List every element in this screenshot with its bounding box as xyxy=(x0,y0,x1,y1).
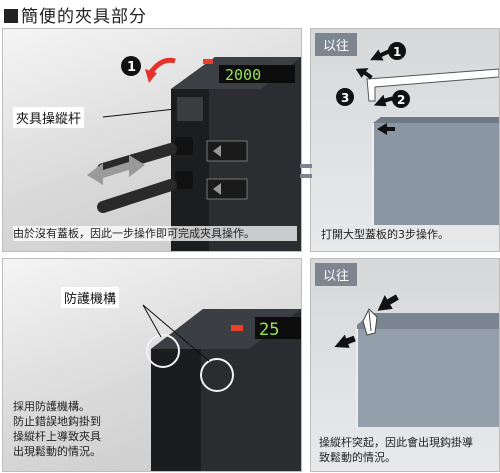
indicator-led xyxy=(203,59,213,64)
conventional-tag: 以往 xyxy=(315,33,358,56)
cable-1 xyxy=(97,143,177,175)
insert-arrow-icon xyxy=(87,155,145,185)
hook-arrow-icon xyxy=(334,334,356,348)
indicator-led xyxy=(231,325,243,331)
square-bullet-icon xyxy=(4,9,18,23)
port-1 xyxy=(175,137,193,155)
compare-arrow-icon xyxy=(300,164,312,178)
cable-2 xyxy=(97,179,177,213)
svg-text:1: 1 xyxy=(127,60,136,75)
snag-arrow-icon xyxy=(377,294,399,311)
display-readout: 2000 xyxy=(225,66,261,84)
svg-text:2: 2 xyxy=(397,93,405,107)
step-2-arrow-icon xyxy=(373,94,394,107)
guard-left-highlight xyxy=(146,334,180,368)
panel-caption: 操縱杆突起，因此會出現鈎掛導 致鬆動的情況。 xyxy=(319,436,473,464)
section-title: 簡便的夾具部分 xyxy=(4,2,147,27)
step-1-arrow-icon xyxy=(370,48,391,61)
display-readout: 25 xyxy=(259,320,279,340)
push-arrow-icon xyxy=(377,123,395,135)
guard-right-highlight xyxy=(200,358,234,392)
step-3-arrow-icon xyxy=(355,68,373,80)
panel-caption: 由於沒有蓋板，因此一步操作即可完成夾具操作。 xyxy=(13,226,297,241)
panel-caption: 採用防護機構。 防止錯誤地鈎掛到 操縱杆上導致夾具 出現鬆動的情況。 xyxy=(13,400,101,458)
panel-caption: 打開大型蓋板的3步操作。 xyxy=(321,228,449,241)
display-panel xyxy=(219,65,295,83)
clamp-lever xyxy=(177,97,203,121)
svg-text:3: 3 xyxy=(341,91,349,105)
protection-illustration: 25 xyxy=(142,304,301,471)
amplifier-illustration: 2000 1 xyxy=(87,56,301,251)
svg-text:1: 1 xyxy=(393,45,401,59)
section-title-text: 簡便的夾具部分 xyxy=(21,7,147,27)
clamp-lever-label: 夾具操縱杆 xyxy=(13,107,85,128)
port-2 xyxy=(175,171,193,189)
panel-protection-mechanism: 25 防護機構 採用防護機構。 防止錯誤地鈎掛到 操縱杆上導致夾具 出現鬆動的情… xyxy=(2,258,302,472)
cover-diagram: 1 2 3 xyxy=(336,42,499,225)
panel-conventional-snag: 以往 操縱杆突起，因此會出現鈎掛導 致鬆動的情況。 xyxy=(310,258,500,472)
cover xyxy=(366,68,499,102)
panel-simple-clamp: 2000 1 夾具操縱杆 由於沒有蓋板，因此一步操作即可完成夾具操作。 xyxy=(2,28,302,252)
protection-mechanism-label: 防護機構 xyxy=(61,287,120,308)
panel-conventional-3-step: 以往 1 2 3 打開大型蓋板的3步操作。 xyxy=(310,28,500,252)
step-1-badge xyxy=(121,56,141,76)
conventional-tag: 以往 xyxy=(315,263,358,286)
lever-diagram xyxy=(334,294,499,427)
